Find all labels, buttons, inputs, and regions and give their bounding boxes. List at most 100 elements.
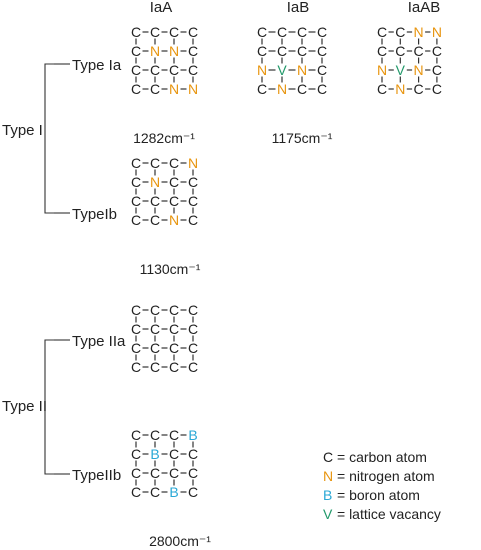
- atom-c: C: [414, 81, 424, 97]
- atom-c: C: [188, 484, 198, 500]
- atom-c: C: [150, 484, 160, 500]
- atom-c: C: [131, 446, 141, 462]
- atom-c: C: [395, 43, 405, 59]
- atom-c: C: [297, 43, 307, 59]
- atom-c: C: [317, 62, 327, 78]
- atom-c: C: [131, 340, 141, 356]
- atom-c: C: [131, 193, 141, 209]
- atom-n: N: [188, 81, 198, 97]
- atom-n: N: [432, 24, 442, 40]
- atom-n: N: [277, 81, 287, 97]
- bonds: [135, 162, 194, 221]
- atom-c: C: [188, 174, 198, 190]
- atom-c: C: [169, 174, 179, 190]
- atom-c: C: [297, 81, 307, 97]
- atom-c: C: [169, 62, 179, 78]
- atom-c: C: [169, 321, 179, 337]
- legend-item-vacancy: V = lattice vacancy: [323, 506, 441, 522]
- atom-n: N: [297, 62, 307, 78]
- atom-c: C: [131, 465, 141, 481]
- atom-n: N: [395, 81, 405, 97]
- atom-c: C: [257, 43, 267, 59]
- wavenumber-ib: 1130cm⁻¹: [140, 261, 201, 277]
- atom-c: C: [317, 24, 327, 40]
- atom-c: C: [188, 359, 198, 375]
- atom-b: B: [150, 446, 159, 462]
- legend-symbol-vacancy: V: [323, 506, 333, 522]
- atom-c: C: [188, 465, 198, 481]
- atom-c: C: [169, 24, 179, 40]
- atom-c: C: [377, 43, 387, 59]
- atom-n: N: [377, 62, 387, 78]
- type-label-ia: Type Ia: [72, 57, 122, 74]
- atom-n: N: [414, 24, 424, 40]
- wavenumber-iab: 1175cm⁻¹: [272, 130, 333, 146]
- atom-c: C: [169, 446, 179, 462]
- atom-c: C: [150, 81, 160, 97]
- legend-symbol-nitrogen: N: [323, 468, 333, 484]
- atom-v: V: [396, 62, 406, 78]
- atom-c: C: [277, 43, 287, 59]
- atom-c: C: [188, 302, 198, 318]
- atom-c: C: [188, 321, 198, 337]
- type-label-iia: Type IIa: [72, 333, 126, 350]
- legend-item-boron: B = boron atom: [323, 487, 420, 503]
- atom-c: C: [277, 24, 287, 40]
- atom-c: C: [131, 359, 141, 375]
- legend-text-carbon: = carbon atom: [337, 449, 427, 465]
- atom-c: C: [131, 212, 141, 228]
- atom-c: C: [131, 321, 141, 337]
- atom-c: C: [150, 321, 160, 337]
- legend: C = carbon atom N = nitrogen atom B = bo…: [323, 449, 441, 522]
- atom-c: C: [131, 24, 141, 40]
- atom-c: C: [317, 81, 327, 97]
- atom-n: N: [169, 43, 179, 59]
- bonds: [135, 434, 194, 493]
- group-label-type-ii: Type II: [2, 398, 47, 415]
- group-label-type-i: Type I: [2, 122, 43, 139]
- atom-b: B: [188, 427, 197, 443]
- legend-item-nitrogen: N = nitrogen atom: [323, 468, 435, 484]
- atom-c: C: [432, 62, 442, 78]
- atom-n: N: [414, 62, 424, 78]
- atom-v: V: [277, 62, 287, 78]
- atom-c: C: [169, 302, 179, 318]
- column-header-iaab: IaAB: [408, 0, 441, 16]
- atom-c: C: [169, 427, 179, 443]
- atom-c: C: [150, 212, 160, 228]
- atom-n: N: [257, 62, 267, 78]
- wavenumber-iib: 2800cm⁻¹: [149, 533, 211, 549]
- bonds: [261, 31, 323, 90]
- atom-c: C: [188, 43, 198, 59]
- atom-c: C: [150, 155, 160, 171]
- atom-c: C: [432, 81, 442, 97]
- legend-text-nitrogen: = nitrogen atom: [337, 468, 435, 484]
- atom-c: C: [150, 302, 160, 318]
- atom-c: C: [432, 43, 442, 59]
- atom-n: N: [169, 81, 179, 97]
- type-ii-bracket: [44, 339, 70, 475]
- bonds: [381, 31, 438, 90]
- atom-n: N: [150, 174, 160, 190]
- atom-c: C: [414, 43, 424, 59]
- atom-c: C: [188, 193, 198, 209]
- atom-c: C: [131, 302, 141, 318]
- legend-text-boron: = boron atom: [337, 487, 420, 503]
- atom-c: C: [131, 427, 141, 443]
- atom-n: N: [169, 212, 179, 228]
- legend-item-carbon: C = carbon atom: [323, 449, 427, 465]
- atom-c: C: [150, 465, 160, 481]
- atom-c: C: [150, 193, 160, 209]
- atom-c: C: [377, 81, 387, 97]
- atom-c: C: [188, 446, 198, 462]
- wavenumber-iaa: 1282cm⁻¹: [133, 130, 195, 146]
- column-header-iaa: IaA: [150, 0, 173, 16]
- atom-b: B: [169, 484, 178, 500]
- atom-c: C: [150, 427, 160, 443]
